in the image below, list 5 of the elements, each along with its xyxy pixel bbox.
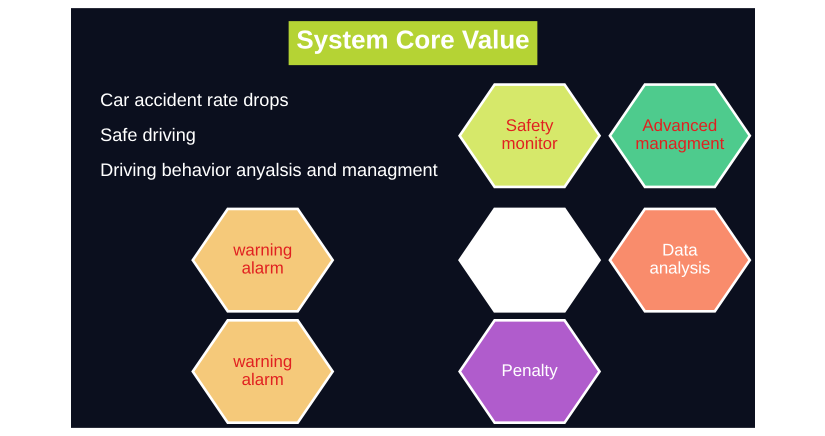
label: Driving behavior anyalsis and managment [100, 160, 438, 180]
label: Safe driving [100, 125, 196, 146]
diagram-title: System Core Value [296, 26, 530, 54]
label: Car accident rate drops [100, 90, 288, 110]
node-hexagon [458, 208, 601, 313]
